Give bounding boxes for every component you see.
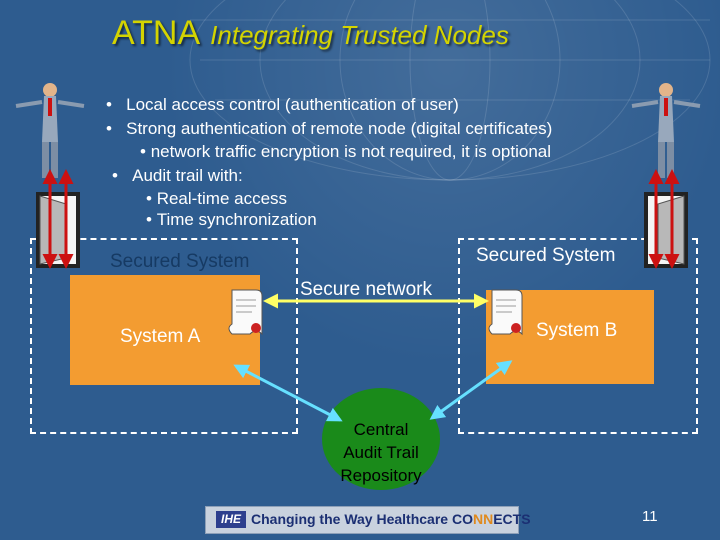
certificate-scroll-icon <box>488 289 523 336</box>
bullet-marker: • <box>106 119 112 138</box>
repository-line-3: Repository <box>340 466 422 485</box>
secure-network-label: Secure network <box>300 279 433 300</box>
audit-arrow-right <box>429 360 513 420</box>
man-icon <box>15 83 85 178</box>
bullet-text: Strong authentication of remote node (di… <box>126 119 553 138</box>
bullet-1: • Local access control (authentication o… <box>106 95 459 115</box>
bullet-text: Real-time access <box>156 189 288 208</box>
secured-system-right-label: Secured System <box>476 245 616 266</box>
bullet-text: Local access control (authentication of … <box>126 95 459 114</box>
system-a-label: System A <box>120 326 201 347</box>
repository-line-2: Audit Trail <box>343 443 419 462</box>
page-number: 11 <box>642 508 658 525</box>
secured-system-left-label: Secured System <box>110 251 250 272</box>
repository-line-1: Central <box>353 420 409 439</box>
bullet-text: Time synchronization <box>156 210 317 229</box>
man-icon <box>631 83 701 178</box>
secured-system-left-box <box>30 238 298 434</box>
bullet-4: • Audit trail with: <box>112 166 243 186</box>
slide-title: ATNA Integrating Trusted Nodes <box>112 14 509 53</box>
system-a-box <box>70 275 260 385</box>
bullet-2: • Strong authentication of remote node (… <box>106 119 552 139</box>
ihe-logo: IHE <box>216 511 246 528</box>
bullet-6: • Time synchronization <box>146 210 317 230</box>
footer-text-main: Changing the Way Healthcare CO <box>251 511 473 527</box>
bullet-marker: • <box>146 189 152 208</box>
bullet-marker: • <box>146 210 152 229</box>
footer-banner: IHE Changing the Way Healthcare CONNECTS <box>205 506 531 534</box>
footer-text-end: ECTS <box>493 511 531 527</box>
system-b-label: System B <box>536 320 618 341</box>
bullet-3: • network traffic encryption is not requ… <box>140 142 551 162</box>
bullet-5: • Real-time access <box>146 189 287 209</box>
door-icon <box>644 192 688 268</box>
footer-text: Changing the Way Healthcare CONNECTS <box>251 511 531 527</box>
bullet-text: network traffic encryption is not requir… <box>150 142 552 161</box>
bullet-marker: • <box>140 142 146 161</box>
audit-arrow-left <box>233 364 343 422</box>
bullet-text: Audit trail with: <box>132 166 243 185</box>
title-main: ATNA <box>112 14 201 52</box>
title-subtitle: Integrating Trusted Nodes <box>210 20 509 50</box>
certificate-scroll-icon <box>228 289 263 336</box>
bullet-marker: • <box>112 166 118 185</box>
door-icon <box>36 192 80 268</box>
footer-text-highlight: NN <box>472 511 494 527</box>
secured-system-right-box <box>458 238 698 434</box>
bullet-marker: • <box>106 95 112 114</box>
